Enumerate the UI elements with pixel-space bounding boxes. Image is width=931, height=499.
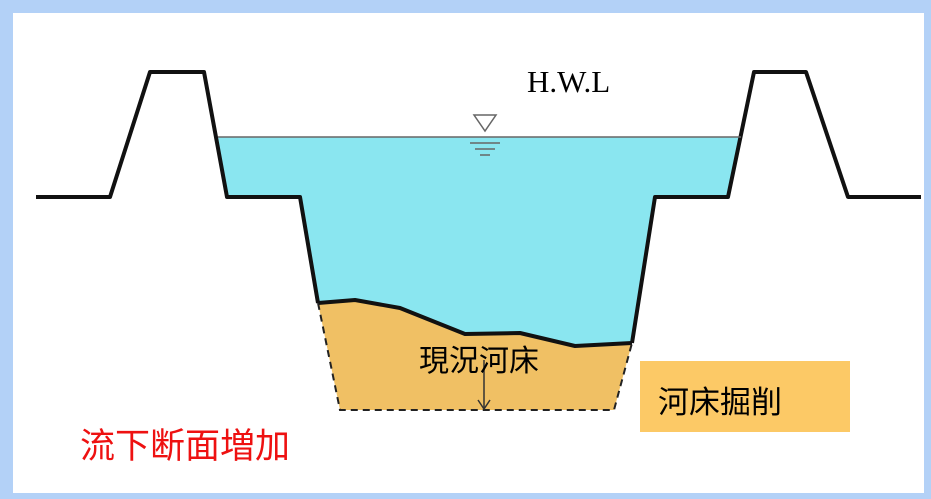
current-riverbed-label: 現況河床 [419, 344, 539, 379]
levee-outline [36, 70, 320, 304]
riverbed-excavation-label: 河床掘削 [658, 385, 782, 421]
riverbed-excavation-box [640, 361, 850, 432]
hwl-label: H.W.L [527, 64, 611, 99]
water-level-icon [470, 114, 500, 156]
sediment-area [318, 300, 632, 410]
excavation-dashed-outline [317, 302, 633, 411]
levee-outline-right [630, 70, 921, 344]
down-arrow-icon [477, 360, 491, 411]
water-area [218, 137, 741, 346]
flow-section-increase-label: 流下断面増加 [80, 427, 291, 467]
current-riverbed-line [317, 298, 633, 348]
